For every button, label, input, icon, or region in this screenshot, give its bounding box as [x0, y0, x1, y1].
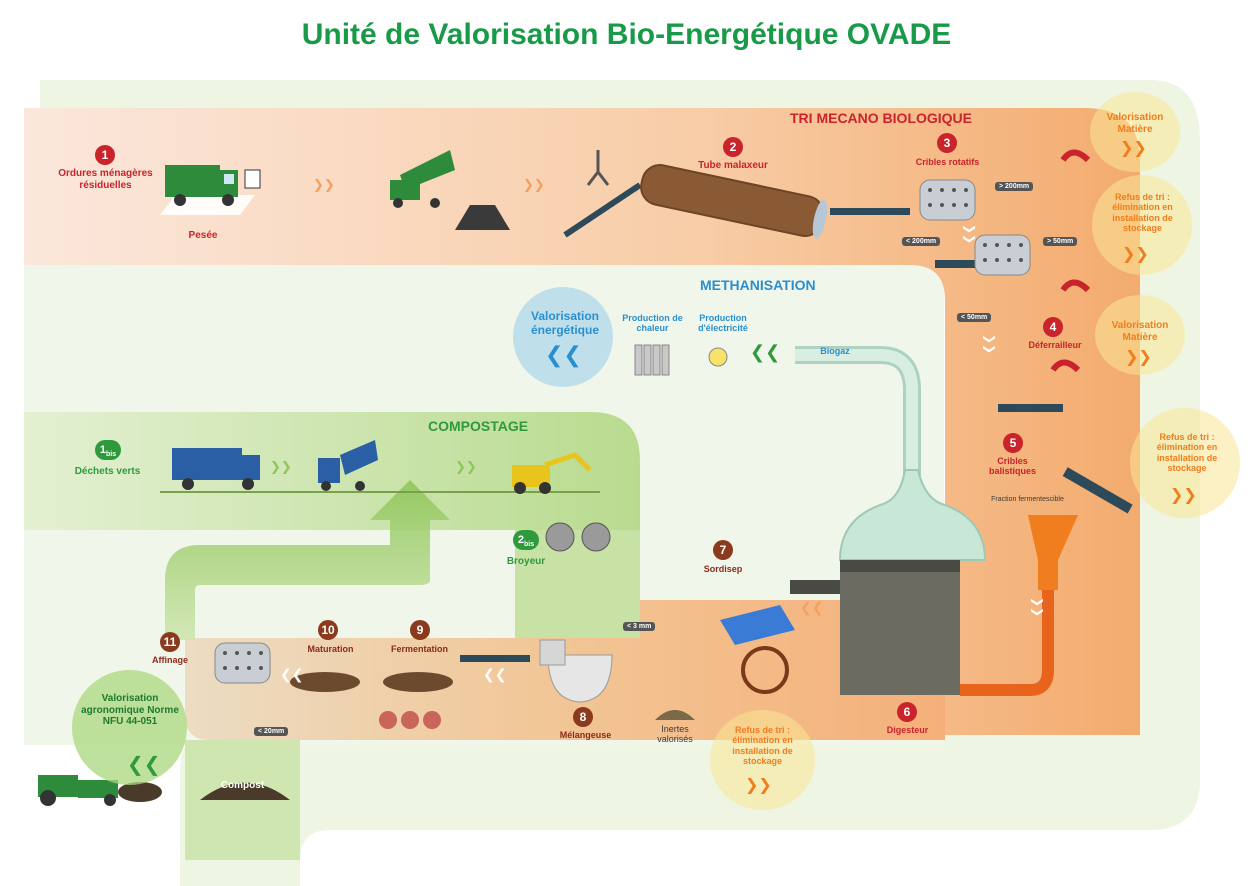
fraction-fermentescible-label: Fraction fermentescible [991, 496, 1064, 503]
refus-tri-label: Refus de tri : élimination en installati… [1112, 192, 1173, 234]
size-tag: > 50mm [1043, 237, 1078, 246]
valorisation-matiere-bubble [1090, 92, 1180, 172]
chevron-left-icon: ❮❮ [800, 600, 824, 616]
step-11-number: 11 [160, 632, 180, 652]
chevron-down-icon: ❯❯ [1031, 596, 1046, 618]
step-5-label: Cribles balistiques [988, 456, 1036, 477]
step-1-label: Ordures ménagères résiduelles [58, 168, 153, 191]
step-5-number: 5 [1003, 433, 1023, 453]
magnet-icon [1060, 149, 1091, 163]
refus-tri-label: Refus de tri : élimination en installati… [1156, 432, 1218, 474]
step-9-number: 9 [410, 620, 430, 640]
chevron-right-icon: ❯❯ [270, 460, 292, 475]
refus-tri-label: Refus de tri : élimination en installati… [732, 725, 793, 767]
grapple-icon [586, 150, 610, 186]
scale-icon [244, 169, 261, 189]
chevron-down-icon: ❯❯ [983, 333, 998, 355]
step-2bis-label: Broyeur [506, 556, 546, 567]
chevron-left-icon: ❮❮ [483, 667, 507, 683]
conveyor-icon [563, 182, 642, 238]
step-8-label: Mélangeuse [559, 730, 612, 740]
step-3-label: Cribles rotatifs [915, 157, 980, 167]
step-4-number: 4 [1043, 317, 1063, 337]
step-2-label: Tube malaxeur [698, 160, 768, 171]
step-3-number: 3 [937, 133, 957, 153]
production-chaleur-label: Production de chaleur [622, 313, 683, 334]
valorisation-matiere-label: Valorisation Matière [1106, 112, 1164, 135]
step-2bis-number: 2bis [513, 530, 539, 550]
size-tag: < 3 mm [623, 622, 656, 631]
step-8-number: 8 [573, 707, 593, 727]
radiator-icon [634, 344, 670, 376]
size-tag: < 20mm [254, 727, 289, 736]
chevron-right-icon: ❯❯ [455, 460, 477, 475]
step-4-label: Déferrailleur [1028, 340, 1082, 350]
bulb-icon [708, 347, 728, 367]
size-tag: > 200mm [995, 182, 1034, 191]
tractor-icon [38, 775, 162, 806]
step-1-number: 1 [95, 145, 115, 165]
chevron-right-icon: ❯❯ [1125, 347, 1152, 366]
fan-icon [741, 646, 789, 694]
drum-icon [919, 179, 976, 221]
refus-tri-bubble [1092, 175, 1192, 275]
truck-icon [165, 165, 238, 206]
valorisation-matiere-bubble [1095, 295, 1185, 375]
compost-label: Compost [220, 780, 265, 791]
valorisation-agronomique-bubble [72, 670, 187, 785]
step-7-number: 7 [713, 540, 733, 560]
inertes-label: Inertes valorisés [657, 724, 693, 745]
chevron-right-icon: ❯❯ [1122, 244, 1149, 263]
step-6-number: 6 [897, 702, 917, 722]
size-tag: < 200mm [902, 237, 941, 246]
valorisation-agronomique-label: Valorisation agronomique Norme NFU 44-05… [81, 693, 179, 727]
section-methanisation-title: METHANISATION [700, 277, 816, 293]
step-11-label: Affinage [152, 655, 188, 665]
valorisation-matiere-label: Valorisation Matière [1111, 320, 1169, 343]
valorisation-energetique-label: Valorisation énergétique [530, 309, 600, 337]
page-title: Unité de Valorisation Bio-Energétique OV… [301, 18, 952, 51]
step-2-number: 2 [723, 137, 743, 157]
tipper-truck-icon [390, 150, 455, 208]
chevron-right-icon: ❯❯ [1170, 485, 1197, 504]
step-10-label: Maturation [307, 644, 354, 654]
chevron-right-icon: ❯❯ [313, 178, 335, 193]
step-6-label: Digesteur [886, 725, 929, 735]
step-7-label: Sordisep [703, 564, 743, 574]
chevron-right-icon: ❯❯ [745, 775, 772, 794]
valorisation-energetique-bubble [513, 287, 613, 387]
chevron-left-icon: ❮❮ [280, 667, 304, 683]
size-tag: < 50mm [957, 313, 992, 322]
refus-tri-bubble [1130, 408, 1240, 518]
chevron-right-icon: ❯❯ [1120, 138, 1147, 157]
chevron-down-icon: ❯❯ [963, 223, 978, 245]
shredder-icon [545, 522, 575, 552]
step-9-label: Fermentation [390, 644, 448, 654]
step-10-number: 10 [318, 620, 338, 640]
section-tri-title: TRI MECANO BIOLOGIQUE [790, 110, 972, 126]
step-1bis-number: 1bis [95, 440, 121, 460]
chevron-left-icon: ❮❮ [750, 342, 781, 363]
production-electricite-label: Production d'électricité [698, 313, 748, 334]
step-1bis-label: Déchets verts [74, 466, 141, 477]
chevron-left-icon: ❮❮ [545, 343, 582, 368]
loader-icon [512, 452, 592, 494]
pesee-label: Pesée [188, 230, 218, 241]
chevron-left-icon: ❮❮ [127, 752, 161, 776]
refus-tri-bubble [710, 710, 815, 810]
mixer-icon [547, 654, 613, 703]
chevron-right-icon: ❯❯ [523, 178, 545, 193]
section-compostage-title: COMPOSTAGE [428, 418, 529, 434]
biogaz-label: Biogaz [820, 346, 850, 356]
